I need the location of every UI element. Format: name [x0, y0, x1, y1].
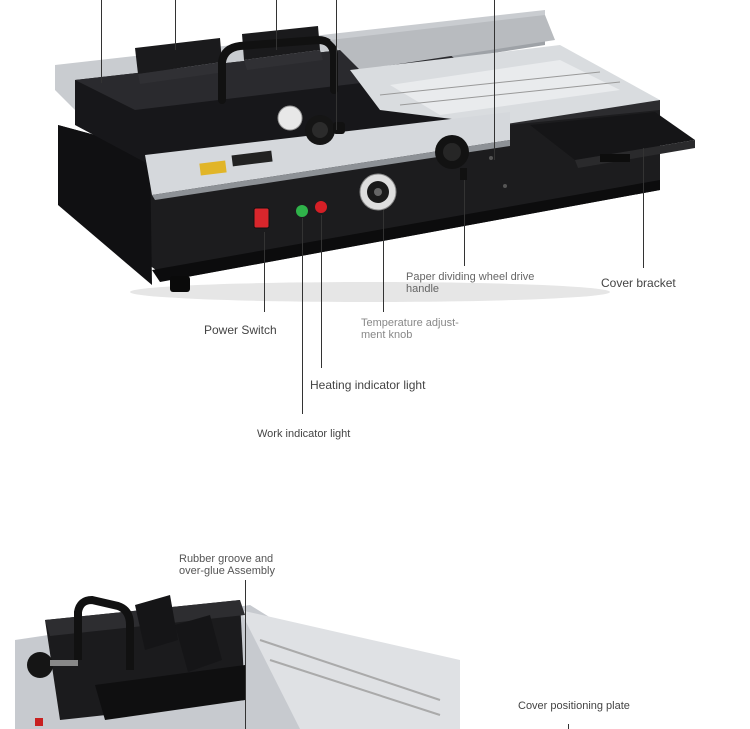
label-cover-plate: Cover positioning plate	[518, 700, 630, 712]
callout-line	[383, 210, 384, 312]
callout-line	[643, 148, 644, 268]
callout-line	[175, 0, 176, 50]
front-steel-strip	[145, 112, 510, 195]
callout-line	[568, 724, 569, 729]
callout-line	[494, 0, 495, 160]
label-cover-bracket: Cover bracket	[601, 276, 676, 290]
work-light-icon	[296, 205, 308, 217]
handle	[218, 35, 338, 104]
label-paper-dividing-wheel: Paper dividing wheel drive handle	[406, 271, 535, 295]
label-heating-light: Heating indicator light	[310, 378, 426, 392]
callout-line	[302, 218, 303, 414]
heating-light-icon	[315, 201, 327, 213]
label-temperature-knob: Temperature adjust- ment knob	[361, 317, 459, 341]
callout-line	[336, 0, 337, 130]
cover-tray	[530, 112, 695, 160]
callout-line	[464, 180, 465, 266]
label-rubber-groove: Rubber groove and over-glue Assembly	[179, 553, 275, 577]
callout-line	[245, 580, 246, 729]
callout-line	[321, 215, 322, 368]
callout-line	[101, 0, 102, 83]
label-power-switch: Power Switch	[204, 323, 277, 337]
callout-line	[276, 0, 277, 50]
power-switch-icon	[253, 207, 270, 229]
label-work-light: Work indicator light	[257, 428, 351, 440]
callout-line	[264, 232, 265, 312]
left-paddle	[135, 38, 222, 74]
